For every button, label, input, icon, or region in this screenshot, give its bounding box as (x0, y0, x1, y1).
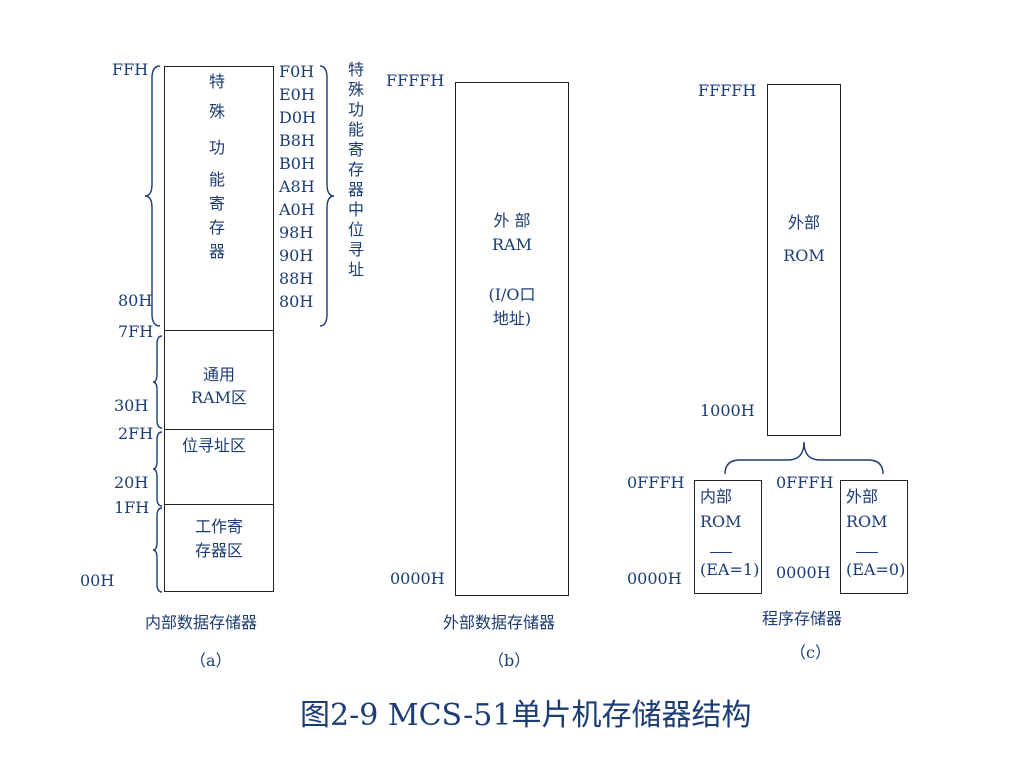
internal-caption: 内部数据存储器 (145, 613, 258, 632)
sfr-bit-addressable-label: 特殊功能寄存器中位寻址 (347, 60, 364, 279)
ea-overbar-right (856, 552, 878, 553)
external-rom-low-box (840, 480, 908, 594)
sfr-bit-address: 80H (279, 292, 314, 311)
external-ram-box (455, 82, 569, 596)
int-rom-line1: 内部 (700, 487, 733, 506)
general-ram-line2: RAM区 (191, 388, 247, 407)
sfr-bit-address: A8H (279, 177, 315, 196)
sfr-bit-address: 98H (279, 223, 314, 242)
int-rom-condition: (EA=1) (700, 560, 760, 579)
ext-rom-line1: 外部 (787, 213, 820, 232)
external-data-caption: 外部数据存储器 (443, 613, 556, 632)
brace-work-reg (152, 507, 163, 593)
sfr-bit-address: A0H (279, 200, 315, 219)
external-rom-box (767, 84, 841, 436)
ext-rom2-condition: (EA=0) (846, 560, 906, 579)
int-rom-addr-bottom: 0000H (627, 569, 682, 588)
ext-ram-addr-top: FFFFH (386, 71, 445, 90)
program-caption: 程序存储器 (762, 609, 843, 628)
int-rom-addr-top: 0FFFH (627, 473, 685, 492)
ext-ram-line1: 外 部 (493, 211, 531, 230)
ext-ram-addr-bottom: 0000H (390, 569, 445, 588)
sfr-char: 寄 (209, 194, 226, 213)
sfr-char: 存 (209, 218, 226, 237)
sfr-bit-address: E0H (279, 85, 315, 104)
sfr-bit-address-list: F0H E0H D0H B8H B0H A8H A0H 98H 90H 88H … (279, 63, 316, 316)
addr-20h: 20H (114, 473, 149, 492)
sfr-bit-address: D0H (279, 108, 316, 127)
general-ram-line1: 通用 (202, 365, 235, 384)
ext-rom2-addr-bottom: 0000H (776, 563, 831, 582)
work-reg-line1: 工作寄 (194, 517, 243, 536)
addr-30h: 30H (114, 396, 149, 415)
internal-rom-box (694, 480, 762, 594)
addr-00h: 00H (80, 571, 115, 590)
brace-general-ram (152, 335, 163, 429)
addr-7fh: 7FH (118, 322, 154, 341)
brace-sfr-bit-list (319, 65, 335, 327)
sfr-char: 能 (209, 170, 226, 189)
sfr-char: 器 (209, 242, 226, 261)
brace-bit-area (152, 431, 163, 507)
sfr-char: 特 (209, 72, 226, 91)
internal-sub: （a） (190, 651, 232, 670)
ext-ram-line4: 地址) (492, 309, 532, 328)
ext-rom2-line2: ROM (846, 512, 888, 531)
external-data-sub: （b） (488, 651, 531, 670)
addr-2fh: 2FH (118, 424, 154, 443)
ext-rom2-addr-top: 0FFFH (776, 473, 834, 492)
work-reg-line2: 存器区 (194, 541, 243, 560)
sfr-bit-address: 90H (279, 246, 314, 265)
divider-general-ram (164, 429, 274, 430)
ea-overbar-left (710, 552, 732, 553)
divider-bit-area (164, 504, 274, 505)
sfr-label: 特 殊 功 能 寄 存 器 (209, 70, 229, 264)
addr-80h: 80H (118, 291, 153, 310)
addr-ffh: FFH (112, 60, 149, 79)
brace-program-rom (724, 441, 884, 475)
sfr-char: 功 (209, 138, 226, 157)
brace-sfr-left (144, 65, 161, 327)
prog-addr-1000h: 1000H (700, 401, 755, 420)
int-rom-line2: ROM (700, 512, 742, 531)
addr-1fh: 1FH (114, 498, 150, 517)
bit-addressable-area: 位寻址区 (181, 436, 246, 455)
ext-ram-line3: (I/O口 (488, 285, 536, 304)
sfr-bit-address: F0H (279, 62, 315, 81)
program-sub: （c） (790, 643, 831, 662)
divider-sfr (164, 330, 274, 331)
ext-ram-line2: RAM (492, 235, 532, 254)
sfr-bit-address: 88H (279, 269, 314, 288)
figure-title: 图2-9 MCS-51单片机存储器结构 (300, 698, 752, 733)
sfr-char: 殊 (209, 102, 226, 121)
ext-rom2-line1: 外部 (846, 487, 879, 506)
sfr-bit-address: B0H (279, 154, 315, 173)
sfr-bit-address: B8H (279, 131, 315, 150)
prog-addr-top: FFFFH (698, 81, 757, 100)
ext-rom-line2: ROM (783, 246, 825, 265)
